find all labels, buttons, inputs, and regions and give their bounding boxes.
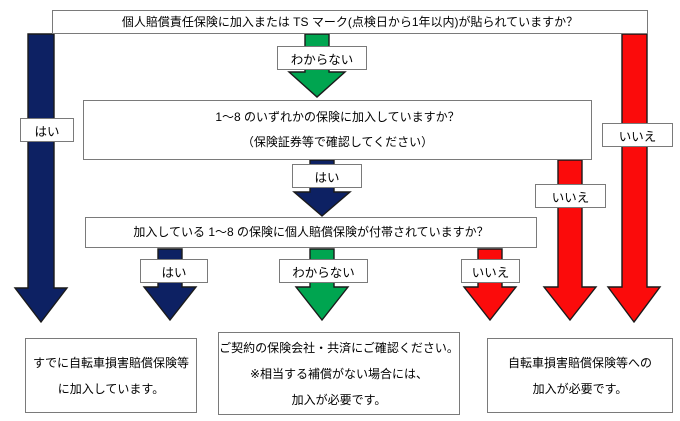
label-unknown-bottom: わからない (279, 259, 368, 283)
result-box-confirm-insurer: ご契約の保険会社・共済にご確認ください。 ※相当する補償がない場合には、 加入が… (218, 332, 460, 415)
arrow-down-no-inner (542, 159, 598, 322)
question-2-line1: 1～8 のいずれかの保険に加入していますか？ (215, 110, 460, 125)
result-middle-line1: ご契約の保険会社・共済にご確認ください。 (219, 340, 459, 355)
question-1-text: 個人賠償責任保険に加入または TS マーク(点検日から1年以内)が貼られています… (121, 14, 579, 29)
label-yes-bottom: はい (140, 259, 208, 283)
label-yes-left: はい (20, 118, 74, 142)
label-yes-mid: はい (292, 164, 362, 188)
question-box-2: 1～8 のいずれかの保険に加入していますか？ （保険証券等で確認してください） (83, 100, 592, 160)
result-box-already-insured: すでに自転車損害賠償保険等 に加入しています。 (25, 338, 197, 413)
arrow-down-yes-bottom (142, 248, 198, 322)
arrow-down-no-bottom (462, 248, 518, 322)
label-no-inner: いいえ (535, 184, 606, 208)
result-middle-line3: 加入が必要です。 (291, 392, 387, 407)
label-no-outer: いいえ (602, 123, 673, 147)
question-3-text: 加入している 1～8 の保険に個人賠償保険が付帯されていますか？ (133, 225, 489, 239)
question-box-3: 加入している 1～8 の保険に個人賠償保険が付帯されていますか？ (85, 217, 537, 248)
result-middle-line2: ※相当する補償がない場合には、 (249, 366, 429, 381)
result-left-line1: すでに自転車損害賠償保険等 (32, 355, 190, 370)
result-box-need-insurance: 自転車損害賠償保険等への 加入が必要です。 (487, 338, 673, 413)
arrow-down-unknown-bottom (294, 248, 350, 322)
arrow-down-no-outer (606, 33, 662, 324)
result-right-line2: 加入が必要です。 (532, 381, 628, 396)
label-no-bottom: いいえ (461, 259, 520, 283)
question-box-1: 個人賠償責任保険に加入または TS マーク(点検日から1年以内)が貼られています… (52, 10, 648, 34)
question-2-line2: （保険証券等で確認してください） (241, 134, 434, 149)
result-right-line1: 自転車損害賠償保険等への (507, 355, 652, 370)
label-unknown-top: わからない (277, 46, 367, 70)
result-left-line2: に加入しています。 (57, 381, 165, 396)
arrow-down-yes-left (13, 33, 69, 324)
